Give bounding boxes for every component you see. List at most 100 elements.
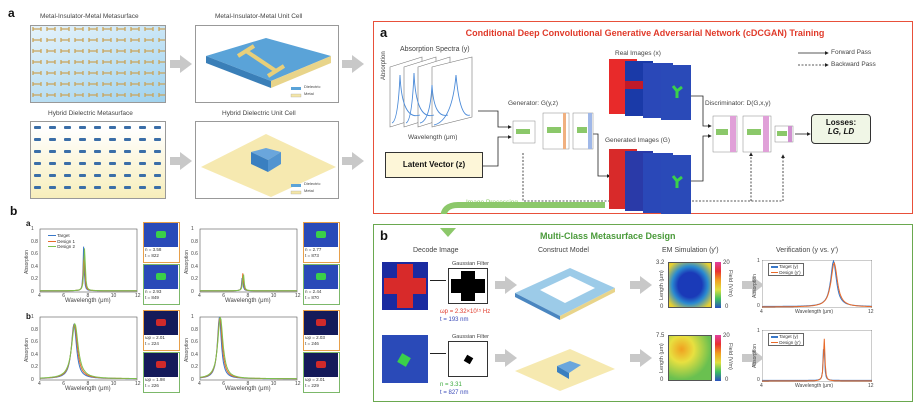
- em-field-map: [668, 335, 712, 381]
- em-y-min: 0: [660, 304, 664, 310]
- arrow-down-icon: [440, 228, 456, 237]
- spectrum-line: [762, 338, 872, 382]
- x-tick: 10: [270, 293, 277, 299]
- panel-title: Multi-Class Metasurface Design: [540, 231, 676, 241]
- x-tick: 12: [135, 293, 141, 299]
- x-tick: 12: [295, 293, 301, 299]
- x-tick: 8: [246, 381, 250, 387]
- em-field-map: [668, 262, 712, 308]
- generator-block: [512, 112, 594, 150]
- cdcgan-training-panel: [373, 21, 913, 214]
- discriminator-label: Discriminator: D(G,x,y): [705, 100, 771, 107]
- losses-box: Losses:LG, LD: [811, 114, 871, 144]
- arrow-icon: [495, 276, 517, 294]
- thumbnail-param-1: n = 2.93: [145, 289, 162, 294]
- legend-metal: Metal: [304, 188, 314, 193]
- row-label: b: [26, 312, 31, 321]
- thumbnail-param-2: t = 870: [305, 295, 319, 300]
- verify-y-min: 0: [757, 303, 760, 309]
- thumbnail-param-1: n = 3.58: [145, 247, 162, 252]
- y-tick: 0.4: [191, 263, 198, 270]
- y-tick: 1: [191, 226, 194, 232]
- y-tick: 0: [31, 377, 34, 383]
- x-tick: 6: [62, 293, 66, 299]
- legend-dielectric: Dielectric: [304, 181, 321, 186]
- spectrum-line: [200, 274, 297, 292]
- verify-y-label: Absorption: [752, 344, 758, 368]
- thumbnail-param-1: ωp = 2.03: [305, 335, 325, 340]
- hd-unit-cell-image: Dielectric Metal: [195, 121, 339, 199]
- design-param-2: t = 827 nm: [440, 390, 469, 396]
- y-tick: 1: [31, 314, 34, 320]
- legend-metal: Metal: [304, 91, 314, 96]
- spectrum-line: [199, 317, 297, 380]
- legend-entry: Design 2: [57, 244, 76, 249]
- verify-legend: Target (y) Design (y'): [768, 333, 804, 346]
- y-tick: 0: [191, 377, 194, 383]
- y-tick: 0.2: [191, 364, 198, 371]
- panel-label: a: [380, 25, 388, 40]
- cbar-label: Field (V/m): [727, 343, 733, 370]
- thumbnail-param-2: t = 246: [305, 341, 319, 346]
- arrow-line: [430, 353, 446, 354]
- y-tick: 0.2: [31, 276, 38, 283]
- em-y-max: 3.2: [656, 260, 665, 266]
- colorbar: [715, 262, 721, 308]
- image-processing-label: Image Processing: [466, 199, 519, 206]
- y-tick: 0: [31, 289, 34, 295]
- thumbnail-param-1: n = 2.77: [305, 247, 322, 252]
- arrow-icon: [495, 349, 517, 367]
- hd-metasurface-image: [30, 121, 166, 199]
- y-tick: 0.6: [191, 251, 198, 258]
- x-tick: 8: [86, 381, 90, 387]
- cbar-min: 0: [725, 377, 729, 383]
- verify-y-max: 1: [757, 328, 760, 334]
- panel-title: Conditional Deep Convolutional Generativ…: [465, 28, 825, 38]
- cbar-min: 0: [725, 304, 729, 310]
- y-tick: 0.8: [31, 238, 38, 245]
- y-tick: 0.8: [31, 326, 38, 333]
- x-tick: 4: [198, 293, 201, 299]
- verify-y-min: 0: [757, 377, 760, 383]
- hd-cell-title: Hybrid Dielectric Unit Cell: [222, 110, 296, 117]
- arrow-icon: [742, 349, 764, 367]
- y-tick: 0.2: [31, 364, 38, 371]
- x-tick: 4: [38, 293, 41, 299]
- legend-design: Design (y'): [779, 339, 801, 345]
- verify-x-min: 4: [760, 309, 763, 315]
- em-header: EM Simulation (y'): [662, 247, 719, 254]
- plot-legend: Target Design 1 Design 2: [48, 233, 75, 250]
- x-tick: 6: [222, 381, 226, 387]
- mim-unit-cell-image: Dielectric Metal: [195, 25, 339, 103]
- decode-header: Decode Image: [413, 247, 459, 254]
- y-tick: 0.8: [191, 326, 198, 333]
- design-param-2: t = 193 nm: [440, 317, 469, 323]
- panel-label: b: [10, 204, 18, 218]
- thumbnail-param-2: t = 822: [145, 253, 159, 258]
- gaussian-filter-image: [448, 341, 488, 377]
- design-param-1: n = 3.31: [440, 382, 462, 388]
- x-tick: 10: [110, 293, 117, 299]
- decoded-image: [382, 335, 428, 383]
- arrow-icon: [342, 55, 364, 73]
- cbar-max: 20: [723, 260, 730, 266]
- verify-y-label: Absorption: [752, 274, 758, 298]
- x-tick: 10: [270, 381, 277, 387]
- x-tick: 8: [246, 293, 250, 299]
- generated-images-label: Generated Images (G): [605, 137, 671, 144]
- discriminator-block: [712, 115, 794, 153]
- em-y-label: Length (μm): [659, 343, 665, 373]
- network-diagram: [440, 51, 829, 214]
- mim-cell-title: Metal-Insulator-Metal Unit Cell: [215, 13, 303, 20]
- absorption-spectra-stack: [389, 56, 473, 128]
- arrow-icon: [170, 152, 192, 170]
- spectrum-line: [762, 261, 872, 308]
- verify-legend: Target (y) Design (y'): [768, 263, 804, 276]
- x-axis-label: Wavelength (μm): [225, 298, 271, 304]
